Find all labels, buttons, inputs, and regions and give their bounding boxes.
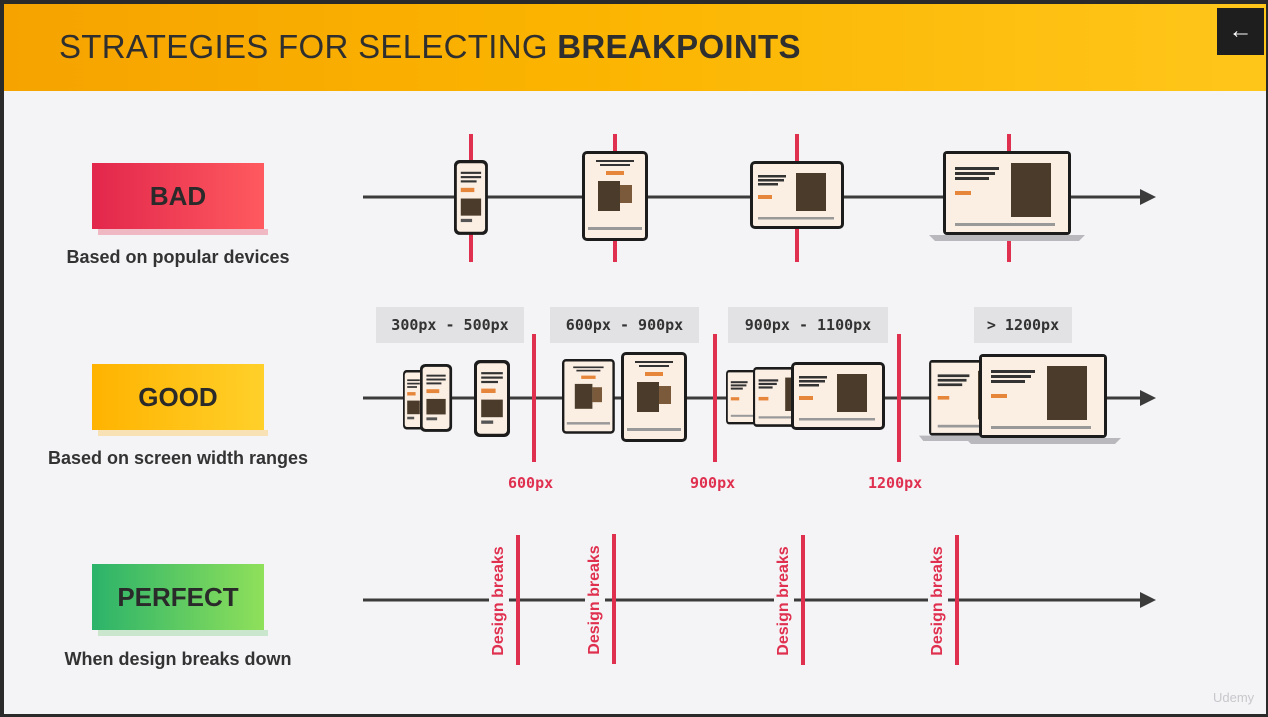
tablet-device bbox=[582, 151, 648, 241]
laptop-device bbox=[965, 354, 1121, 444]
header-bar: STRATEGIES FOR SELECTING BREAKPOINTS ← bbox=[4, 4, 1266, 91]
caption-bad: Based on popular devices bbox=[66, 247, 290, 267]
slide: STRATEGIES FOR SELECTING BREAKPOINTS ← bbox=[4, 4, 1266, 714]
udemy-watermark: Udemy bbox=[1213, 690, 1255, 705]
tablet-device bbox=[621, 352, 687, 442]
title-prefix: STRATEGIES FOR SELECTING bbox=[59, 28, 558, 65]
range-label-1200-plus: > 1200px bbox=[974, 307, 1072, 343]
page-title: STRATEGIES FOR SELECTING BREAKPOINTS bbox=[59, 28, 801, 66]
laptop-device bbox=[929, 151, 1085, 241]
tablet-landscape-device bbox=[791, 362, 885, 430]
phone-device bbox=[474, 360, 510, 437]
breakpoint-label-600: 600px bbox=[508, 474, 554, 492]
phone-device bbox=[454, 160, 488, 235]
badge-perfect: PERFECT bbox=[92, 564, 268, 636]
badge-bad: BAD bbox=[92, 163, 268, 235]
design-break-label: Design breaks bbox=[928, 541, 948, 661]
design-break-line bbox=[801, 535, 805, 665]
breakpoint-600 bbox=[532, 334, 536, 462]
breakpoint-label-900: 900px bbox=[690, 474, 736, 492]
design-break-line bbox=[516, 535, 520, 665]
range-label-900-1100: 900px - 1100px bbox=[728, 307, 888, 343]
title-bold: BREAKPOINTS bbox=[557, 28, 801, 65]
badge-good: GOOD bbox=[92, 364, 268, 436]
tablet-device bbox=[562, 359, 615, 434]
caption-perfect: When design breaks down bbox=[64, 649, 292, 669]
caption-good: Based on screen width ranges bbox=[47, 448, 309, 468]
phone-device bbox=[420, 364, 453, 432]
timeline-bad bbox=[363, 134, 1156, 262]
range-label-300-500: 300px - 500px bbox=[376, 307, 524, 343]
range-label-600-900: 600px - 900px bbox=[550, 307, 699, 343]
back-button[interactable]: ← bbox=[1217, 8, 1264, 55]
tablet-landscape-device bbox=[750, 161, 844, 229]
breakpoint-900 bbox=[713, 334, 717, 462]
design-break-line bbox=[612, 534, 616, 664]
breakpoint-1200 bbox=[897, 334, 901, 462]
design-break-label: Design breaks bbox=[489, 541, 509, 661]
arrow-left-icon: ← bbox=[1228, 17, 1253, 44]
timeline-perfect bbox=[363, 534, 1156, 665]
design-break-line bbox=[955, 535, 959, 665]
breakpoint-label-1200: 1200px bbox=[868, 474, 923, 492]
design-break-label: Design breaks bbox=[585, 540, 605, 660]
design-break-label: Design breaks bbox=[774, 541, 794, 661]
timeline-good bbox=[363, 334, 1156, 462]
